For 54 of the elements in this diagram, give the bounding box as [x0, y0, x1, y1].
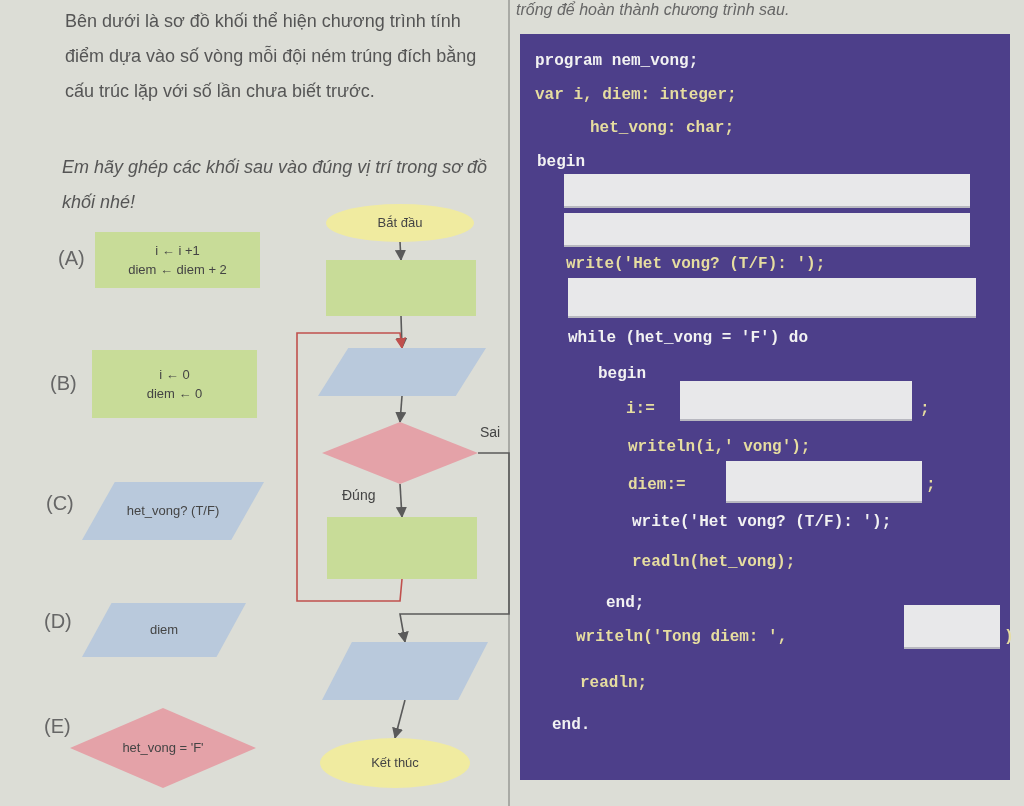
edge-label: Đúng: [340, 487, 378, 503]
block-text: i ← 0: [159, 365, 190, 384]
arrow: [395, 483, 407, 519]
process-box: [92, 350, 257, 418]
option-letter: (B): [50, 372, 77, 395]
instruction-text: trống để hoàn thành chương trình sau.: [516, 0, 790, 20]
process-box: [95, 232, 260, 288]
code-line: begin: [537, 153, 585, 171]
io-parallelogram: [82, 482, 264, 540]
code-line: var i, diem: integer;: [535, 86, 737, 104]
code-line: ;: [926, 476, 936, 494]
code-line: end;: [606, 594, 645, 612]
option-letter: (E): [44, 715, 71, 738]
code-line: i:=: [626, 400, 655, 418]
code-line: program nem_vong;: [535, 52, 699, 70]
intro-paragraph: Bên dưới là sơ đồ khối thể hiện chương trình tính điểm dựa vào số vòng mỗi đội ném trúng đích bằng cấu trúc lặp với số lần chưa biết trước.: [65, 10, 478, 103]
io-parallelogram: [82, 603, 246, 657]
arrow: [397, 452, 510, 644]
arrow: [392, 699, 406, 740]
instruction-text: Em hãy ghép các khối sau vào đúng vị trí trong sơ đồ khối nhé!: [62, 156, 489, 214]
code-line: writeln(i,' vong');: [628, 438, 811, 456]
code-line: while (het_vong = 'F') do: [568, 329, 809, 347]
code-line: ): [1004, 628, 1014, 646]
code-line: diem:=: [628, 476, 686, 494]
io-parallelogram: [318, 348, 486, 396]
edge-label: Sai: [478, 424, 503, 440]
io-parallelogram: [322, 642, 488, 700]
code-line: readln;: [580, 674, 648, 692]
code-line: write('Het vong? (T/F): ');: [566, 255, 826, 273]
block-text: Kết thúc: [371, 754, 419, 773]
block-text: het_vong? (T/F): [126, 502, 220, 521]
code-line: het_vong: char;: [590, 119, 735, 137]
block-text: diem ← 0: [146, 385, 203, 403]
option-letter: (D): [44, 610, 72, 633]
code-line: readln(het_vong);: [632, 553, 796, 571]
block-text: het_vong = 'F': [122, 739, 204, 758]
block-text: diem ← diem + 2: [128, 261, 227, 279]
code-line: write('Het vong? (T/F): ');: [632, 513, 892, 531]
block-text: diem: [149, 621, 179, 640]
code-line: writeln('Tong diem: ',: [576, 628, 788, 646]
option-letter: (C): [46, 492, 74, 515]
loop-arrow: [296, 332, 407, 602]
code-line: begin: [598, 365, 646, 383]
decision-diamond: [322, 422, 478, 484]
decision-diamond: [70, 708, 256, 788]
block-text: Bắt đầu: [377, 214, 423, 233]
process-box: [326, 260, 476, 316]
arrow: [394, 241, 407, 262]
code-line: end.: [552, 716, 591, 734]
code-line: ;: [920, 400, 930, 418]
arrow: [395, 395, 407, 424]
option-letter: (A): [58, 247, 85, 270]
process-box: [327, 517, 477, 579]
block-text: i ← i +1: [155, 241, 200, 260]
